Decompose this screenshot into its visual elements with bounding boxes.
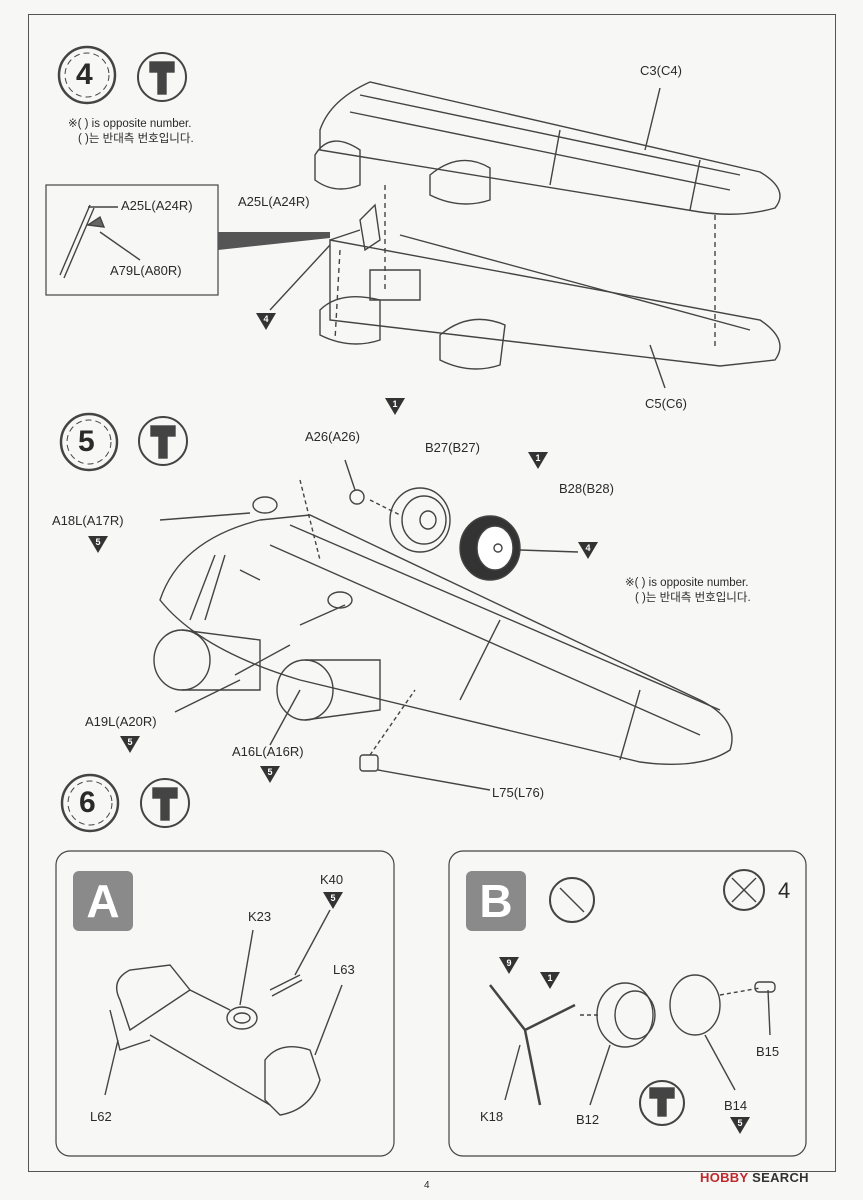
glue-icon	[137, 52, 187, 102]
step-number-6: 6	[79, 786, 96, 819]
part-label-k18: K18	[480, 1109, 504, 1124]
paint-marker: 1	[540, 972, 560, 989]
page-number: 4	[424, 1180, 430, 1191]
part-label-b14: B14	[724, 1098, 748, 1113]
step-5-badge	[59, 412, 119, 472]
glue-icon	[138, 416, 188, 466]
paint-marker: 5	[730, 1117, 750, 1134]
part-label-a16: A16L(A16R)	[232, 744, 304, 759]
step-number-4: 4	[76, 58, 93, 91]
paint-marker: 9	[499, 957, 519, 974]
part-label-b28: B28(B28)	[559, 481, 614, 496]
paint-marker: 4	[256, 313, 276, 330]
paint-marker: 5	[120, 736, 140, 753]
no-glue-icon	[549, 877, 595, 923]
part-label-l75: L75(L76)	[492, 785, 545, 800]
part-label-a26: A26(A26)	[305, 429, 360, 444]
hub-a26	[349, 489, 365, 505]
paint-marker: 1	[385, 398, 405, 415]
part-label-inset-a79: A79L(A80R)	[110, 263, 182, 278]
glue-icon	[140, 778, 190, 828]
part-label-l62: L62	[90, 1109, 112, 1124]
page-border	[28, 14, 836, 1172]
note-english: ※( ) is opposite number.	[68, 118, 192, 130]
part-label-a25: A25L(A24R)	[238, 194, 310, 209]
step-4-badge	[57, 45, 117, 105]
part-label-inset-a25: A25L(A24R)	[121, 198, 193, 213]
upper-wing-c3	[314, 81, 781, 215]
paint-marker: 4	[578, 542, 598, 559]
part-label-k40: K40	[320, 872, 344, 887]
part-label-a19: A19L(A20R)	[85, 714, 157, 729]
callout-pointer	[218, 232, 330, 250]
step-6-badge	[60, 773, 120, 833]
sub-assembly-a-box	[55, 850, 395, 1157]
paint-marker: 5	[260, 766, 280, 783]
part-label-b12: B12	[576, 1112, 600, 1127]
step-number-5: 5	[78, 425, 95, 458]
part-label-c5: C5(C6)	[645, 396, 687, 411]
part-label-b27: B27(B27)	[425, 440, 480, 455]
wing-step5	[153, 479, 733, 765]
paint-marker: 1	[528, 452, 548, 469]
opposite-number-note: ※( ) is opposite number. ( )는 반대측 번호입니다.	[625, 576, 751, 606]
part-label-c3: C3(C4)	[640, 63, 682, 78]
note-korean: ( )는 반대측 번호입니다.	[635, 592, 751, 604]
paint-marker: 5	[88, 536, 108, 553]
note-english: ※( ) is opposite number.	[625, 577, 749, 589]
main-wheel-b28	[459, 515, 521, 581]
part-label-l63: L63	[333, 962, 355, 977]
part-label-k23: K23	[248, 909, 272, 924]
quantity-count: 4	[778, 878, 791, 903]
sub-assembly-a-letter: A	[73, 871, 133, 931]
brand-suffix: SEARCH	[752, 1170, 809, 1185]
note-korean: ( )는 반대측 번호입니다.	[78, 133, 194, 145]
sub-assembly-b-box	[448, 850, 807, 1157]
lower-wing-c5	[319, 185, 781, 389]
part-label-b15: B15	[756, 1044, 780, 1059]
brand-watermark: HOBBY SEARCH	[700, 1170, 809, 1185]
paint-marker: 5	[323, 892, 343, 909]
quantity-icon	[723, 869, 765, 911]
opposite-number-note: ※( ) is opposite number. ( )는 반대측 번호입니다.	[68, 117, 194, 147]
part-label-a18: A18L(A17R)	[52, 513, 124, 528]
brand-prefix: HOBBY	[700, 1170, 749, 1185]
sub-assembly-b-letter: B	[466, 871, 526, 931]
main-wheel-b27	[389, 487, 451, 553]
